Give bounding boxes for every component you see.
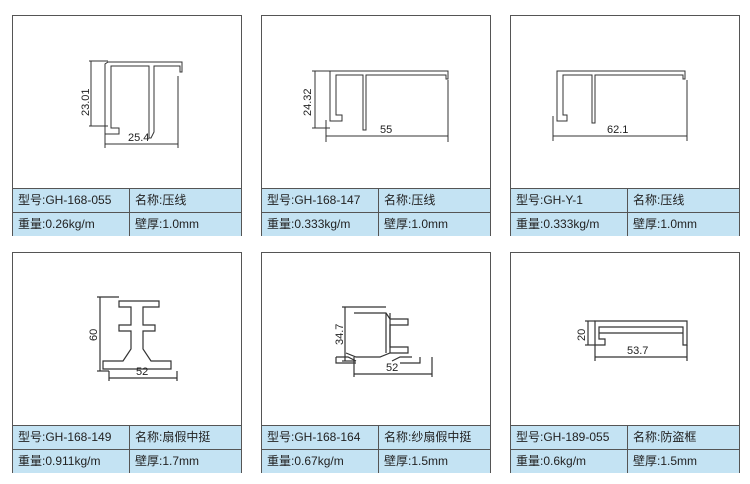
height-dimension: 60 xyxy=(88,329,100,341)
profile-card-1: 23.01 25.4 型号:GH-168-055 名称:压线 重量:0.26kg/… xyxy=(12,15,242,236)
spec-table: 型号:GH-189-055 名称:防盗框 重量:0.6kg/m 壁厚:1.5mm xyxy=(511,425,739,473)
spec-table: 型号:GH-168-164 名称:纱扇假中挺 重量:0.67kg/m 壁厚:1.5m… xyxy=(262,425,490,473)
profile-drawing: 20 53.7 xyxy=(576,320,688,361)
name-cell: 名称:扇假中挺 xyxy=(129,426,241,449)
name-cell: 名称:压线 xyxy=(129,189,241,212)
model-cell: 型号:GH-168-055 xyxy=(18,193,112,207)
model-cell: 型号:GH-168-147 xyxy=(267,193,361,207)
weight-cell: 重量:0.911kg/m xyxy=(18,454,101,468)
width-dimension: 52 xyxy=(386,362,398,374)
weight-cell: 重量:0.6kg/m xyxy=(516,454,587,468)
thickness-cell: 壁厚:1.0mm xyxy=(378,213,490,236)
profile-drawing: 24.32 55 xyxy=(302,70,449,142)
profile-card-4: 60 52 型号:GH-168-149 名称:扇假中挺 重量:0.911kg/m 壁… xyxy=(12,252,242,473)
profile-card-2: 24.32 55 型号:GH-168-147 名称:压线 重量:0.333kg/m… xyxy=(261,15,491,236)
height-dimension: 20 xyxy=(576,329,588,341)
profile-card-5: 34.7 52 型号:GH-168-164 名称:纱扇假中挺 重量:0.67kg/… xyxy=(261,252,491,473)
name-cell: 名称:防盗框 xyxy=(627,426,739,449)
spec-table: 型号:GH-168-149 名称:扇假中挺 重量:0.911kg/m 壁厚:1.7m… xyxy=(13,425,241,473)
profile-drawing: 60 52 xyxy=(88,296,178,381)
model-cell: 型号:GH-Y-1 xyxy=(516,193,583,207)
name-cell: 名称:压线 xyxy=(627,189,739,212)
width-dimension: 52 xyxy=(136,366,148,378)
profile-card-6: 20 53.7 型号:GH-189-055 名称:防盗框 重量:0.6kg/m 壁厚… xyxy=(510,252,740,473)
weight-cell: 重量:0.26kg/m xyxy=(18,217,95,231)
profile-drawing: 34.7 52 xyxy=(334,306,433,377)
width-dimension: 53.7 xyxy=(627,345,648,357)
model-cell: 型号:GH-189-055 xyxy=(516,430,610,444)
weight-cell: 重量:0.333kg/m xyxy=(516,217,600,231)
spec-table: 型号:GH-168-055 名称:压线 重量:0.26kg/m 壁厚:1.0mm xyxy=(13,188,241,236)
height-dimension: 34.7 xyxy=(334,324,346,345)
profile-card-3: 62.1 型号:GH-Y-1 名称:压线 重量:0.333kg/m 壁厚:1.0mm xyxy=(510,15,740,236)
thickness-cell: 壁厚:1.5mm xyxy=(378,450,490,473)
width-dimension: 62.1 xyxy=(607,124,628,136)
height-dimension: 23.01 xyxy=(80,88,92,116)
width-dimension: 25.4 xyxy=(128,132,149,144)
thickness-cell: 壁厚:1.0mm xyxy=(627,213,739,236)
model-cell: 型号:GH-168-164 xyxy=(267,430,361,444)
weight-cell: 重量:0.333kg/m xyxy=(267,217,351,231)
thickness-cell: 壁厚:1.0mm xyxy=(129,213,241,236)
spec-table: 型号:GH-Y-1 名称:压线 重量:0.333kg/m 壁厚:1.0mm xyxy=(511,188,739,236)
width-dimension: 55 xyxy=(380,124,392,136)
spec-table: 型号:GH-168-147 名称:压线 重量:0.333kg/m 壁厚:1.0mm xyxy=(262,188,490,236)
thickness-cell: 壁厚:1.5mm xyxy=(627,450,739,473)
profile-drawing: 23.01 25.4 xyxy=(80,60,183,148)
name-cell: 名称:纱扇假中挺 xyxy=(378,426,490,449)
model-cell: 型号:GH-168-149 xyxy=(18,430,112,444)
name-cell: 名称:压线 xyxy=(378,189,490,212)
height-dimension: 24.32 xyxy=(302,88,314,116)
thickness-cell: 壁厚:1.7mm xyxy=(129,450,241,473)
profile-drawing: 62.1 xyxy=(552,70,688,141)
weight-cell: 重量:0.67kg/m xyxy=(267,454,344,468)
